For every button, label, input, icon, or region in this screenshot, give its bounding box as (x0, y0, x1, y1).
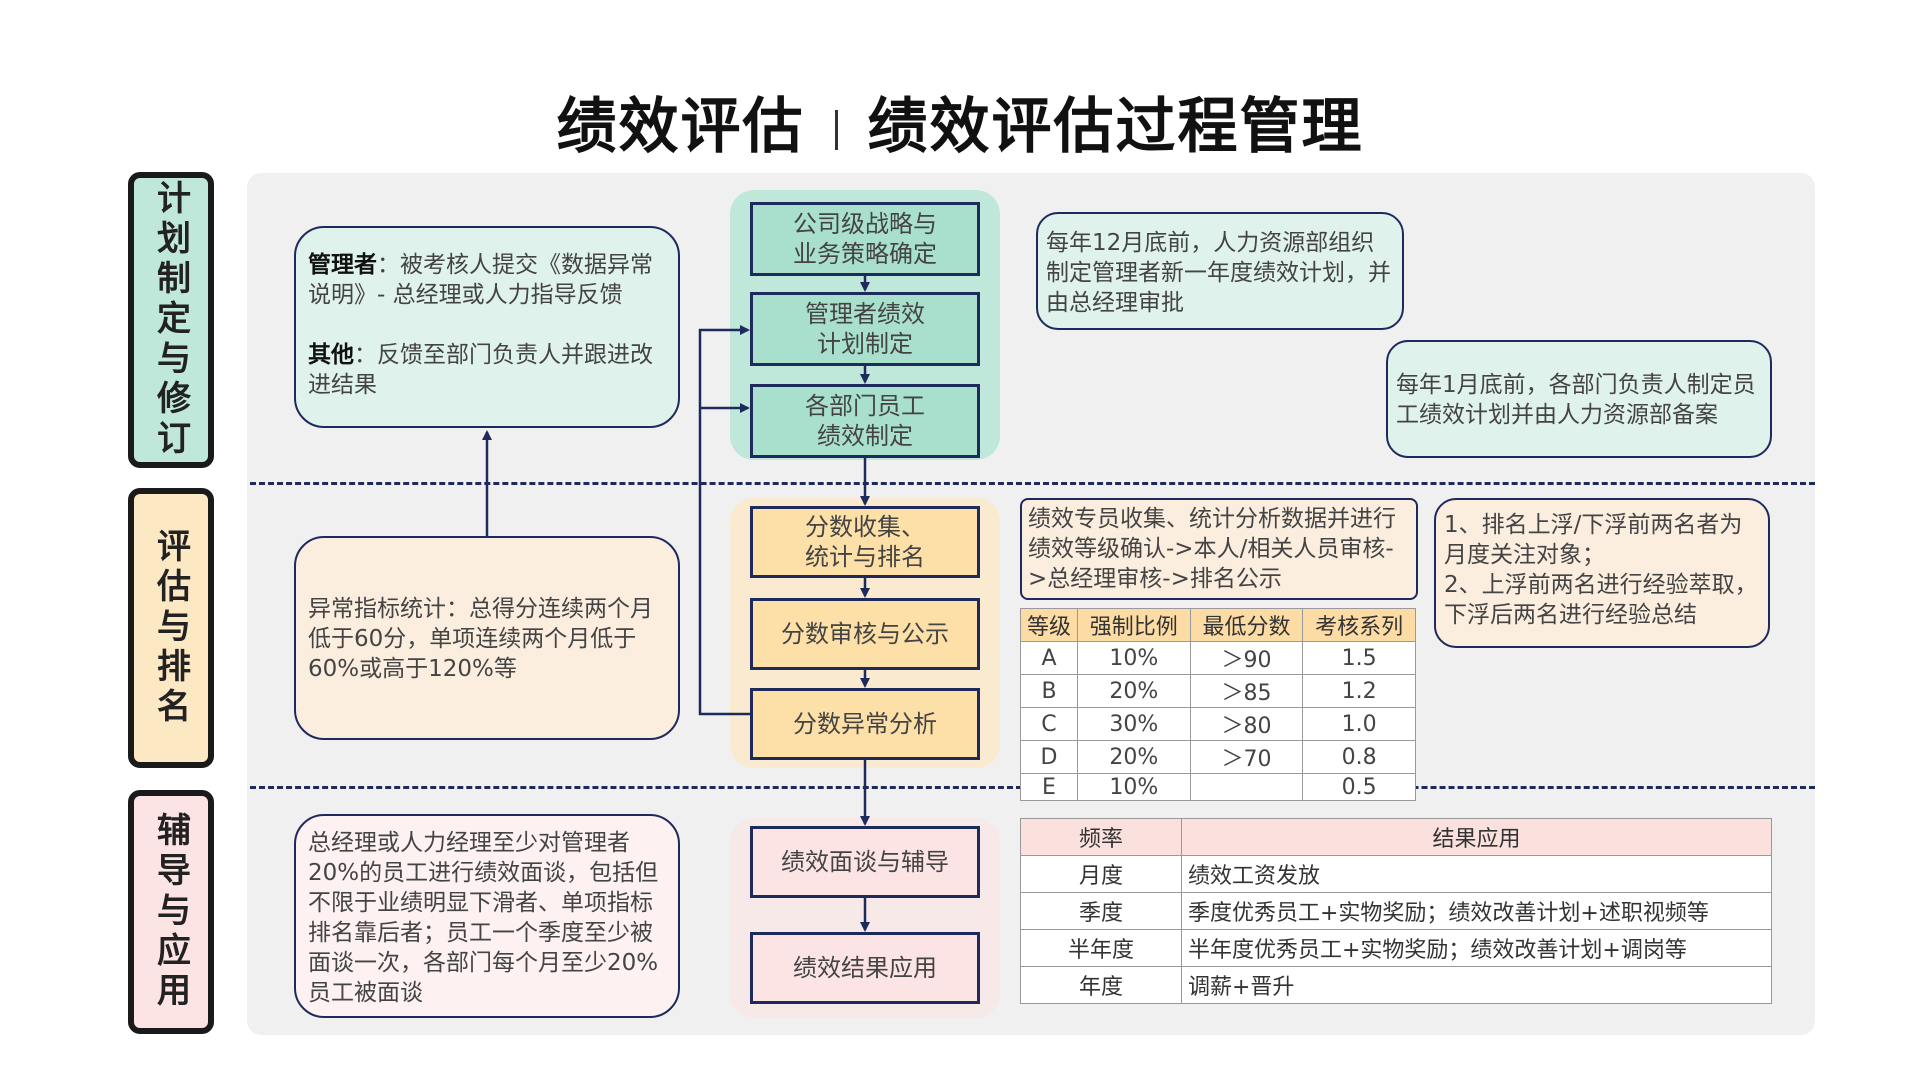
grade-cell: D (1020, 740, 1078, 774)
apply-frequency-cell: 季度 (1020, 892, 1182, 930)
grade-cell (1189, 773, 1304, 801)
page-title: 绩效评估绩效评估过程管理 (0, 78, 1920, 165)
apply-header-result: 结果应用 (1181, 818, 1772, 856)
grade-cell: ＞90 (1189, 641, 1304, 675)
note-ranking-rules: 1、排名上浮/下浮前两名者为月度关注对象； 2、上浮前两名进行经验萃取，下浮后两… (1434, 498, 1770, 648)
title-separator (834, 110, 838, 151)
grade-cell: 10% (1076, 773, 1191, 801)
grade-header-cell: 考核系列 (1302, 608, 1416, 642)
grade-cell: ＞70 (1189, 740, 1304, 774)
grade-table-header: 等级强制比例最低分数考核系列 (1020, 608, 1416, 642)
flow-step-result-apply: 绩效结果应用 (750, 932, 980, 1004)
grade-cell: 0.5 (1302, 773, 1416, 801)
flow-step-employee-plan: 各部门员工 绩效制定 (750, 384, 980, 458)
apply-result-cell: 季度优秀员工+实物奖励；绩效改善计划+述职视频等 (1181, 892, 1772, 930)
note-december-plan: 每年12月底前，人力资源部组织制定管理者新一年度绩效计划，并由总经理审批 (1036, 212, 1404, 330)
grade-cell: 1.5 (1302, 641, 1416, 675)
grade-cell: 10% (1076, 641, 1191, 675)
grade-cell: 30% (1076, 707, 1191, 741)
table-row: 半年度半年度优秀员工+实物奖励；绩效改善计划+调岗等 (1020, 929, 1772, 967)
other-line: 其他：反馈至部门负责人并跟进改进结果 (308, 342, 653, 398)
grade-cell: B (1020, 674, 1078, 708)
grade-cell: A (1020, 641, 1078, 675)
title-left: 绩效评估 (556, 92, 805, 162)
grade-cell: 1.2 (1302, 674, 1416, 708)
apply-frequency-cell: 半年度 (1020, 929, 1182, 967)
table-row: 月度绩效工资发放 (1020, 855, 1772, 893)
grade-cell: ＞80 (1189, 707, 1304, 741)
apply-frequency-cell: 月度 (1020, 855, 1182, 893)
feedback-loop-to-manager-plan (698, 325, 750, 716)
note-collect-process: 绩效专员收集、统计分析数据并进行绩效等级确认->本人/相关人员审核->总经理审核… (1020, 498, 1418, 600)
grade-header-cell: 等级 (1020, 608, 1078, 642)
grade-cell: 20% (1076, 674, 1191, 708)
apply-table-header: 频率 结果应用 (1020, 818, 1772, 856)
apply-result-cell: 半年度优秀员工+实物奖励；绩效改善计划+调岗等 (1181, 929, 1772, 967)
table-row: 年度调薪+晋升 (1020, 966, 1772, 1004)
apply-result-cell: 调薪+晋升 (1181, 966, 1772, 1004)
grade-cell: E (1020, 773, 1078, 801)
grade-cell: 20% (1076, 740, 1191, 774)
grade-header-cell: 最低分数 (1189, 608, 1304, 642)
table-row: 季度季度优秀员工+实物奖励；绩效改善计划+述职视频等 (1020, 892, 1772, 930)
grade-cell: C (1020, 707, 1078, 741)
section-label-plan: 计划制定与修订 (128, 172, 214, 468)
result-application-table: 频率 结果应用 月度绩效工资发放季度季度优秀员工+实物奖励；绩效改善计划+述职视… (1020, 818, 1772, 1004)
grade-cell: ＞85 (1189, 674, 1304, 708)
flow-step-score-collect: 分数收集、 统计与排名 (750, 506, 980, 578)
section-label-coach: 辅导与应用 (128, 790, 214, 1034)
title-right: 绩效评估过程管理 (867, 92, 1364, 162)
note-january-plan: 每年1月底前，各部门负责人制定员工绩效计划并由人力资源部备案 (1386, 340, 1772, 458)
flow-step-score-anomaly: 分数异常分析 (750, 688, 980, 760)
interview-rule-box: 总经理或人力经理至少对管理者20%的员工进行绩效面谈，包括但不限于业绩明显下滑者… (294, 814, 680, 1018)
section-divider-1 (250, 482, 1815, 485)
apply-header-frequency: 频率 (1020, 818, 1182, 856)
section-label-eval: 评估与排名 (128, 488, 214, 768)
apply-result-cell: 绩效工资发放 (1181, 855, 1772, 893)
flow-step-strategy: 公司级战略与 业务策略确定 (750, 202, 980, 276)
flow-step-score-review: 分数审核与公示 (750, 598, 980, 670)
grade-cell: 1.0 (1302, 707, 1416, 741)
grade-cell: 0.8 (1302, 740, 1416, 774)
manager-feedback-box: 管理者：被考核人提交《数据异常说明》- 总经理或人力指导反馈 其他：反馈至部门负… (294, 226, 680, 428)
flow-step-interview: 绩效面谈与辅导 (750, 826, 980, 898)
flow-step-manager-plan: 管理者绩效 计划制定 (750, 292, 980, 366)
abnormal-indicator-box: 异常指标统计：总得分连续两个月低于60分，单项连续两个月低于60%或高于120%… (294, 536, 680, 740)
manager-line: 管理者：被考核人提交《数据异常说明》- 总经理或人力指导反馈 (308, 252, 653, 308)
apply-frequency-cell: 年度 (1020, 966, 1182, 1004)
grade-header-cell: 强制比例 (1076, 608, 1191, 642)
